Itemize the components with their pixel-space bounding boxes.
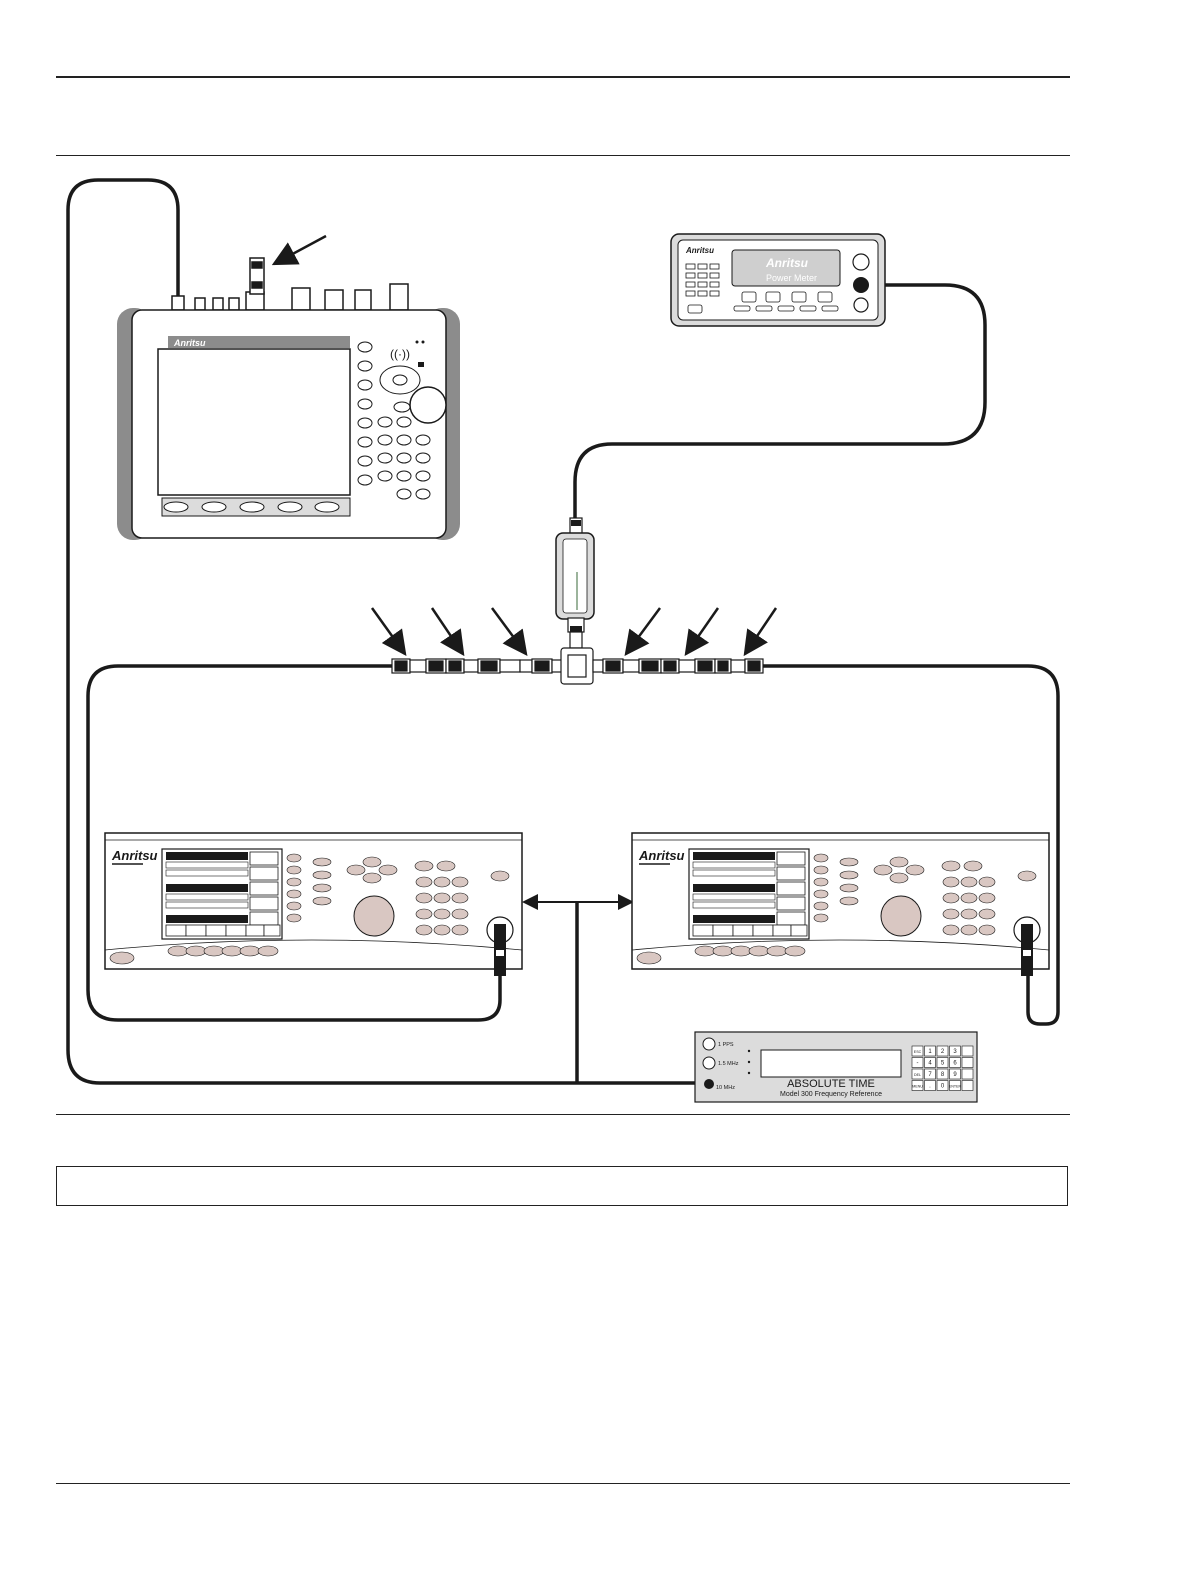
reference-key xyxy=(962,1081,973,1091)
power-sensor xyxy=(556,518,594,648)
analyzer-top-connectors xyxy=(172,284,408,310)
adapter-callout-arrow xyxy=(274,236,326,264)
power-meter-brand: Anritsu xyxy=(685,246,714,255)
analyzer-antenna-icon: ((·)) xyxy=(390,347,410,361)
reference-key xyxy=(962,1058,973,1068)
generator-right-brand: Anritsu xyxy=(638,848,685,863)
power-meter-input-a xyxy=(853,254,869,270)
signal-generator-right: Anritsu xyxy=(632,833,1049,976)
reference-key-label: - xyxy=(917,1061,919,1067)
reference-key-label: MENU xyxy=(912,1085,923,1089)
analyzer-brand-logo: Anritsu xyxy=(173,338,206,348)
frequency-reference: 1 PPS 1.5 MHz 10 MHz ABSOLUTE TIME Model… xyxy=(695,1032,977,1102)
power-meter-display-text: Power Meter xyxy=(766,273,817,283)
adapter-chain xyxy=(392,648,763,684)
reference-port-label-1pps: 1 PPS xyxy=(718,1042,734,1048)
reference-key-label: ENTER xyxy=(949,1085,962,1089)
reference-model: Model 300 Frequency Reference xyxy=(780,1091,882,1098)
reference-port-label-10mhz: 10 MHz xyxy=(716,1085,735,1091)
analyzer-adapter xyxy=(250,258,264,294)
reference-display xyxy=(761,1050,901,1077)
reference-key xyxy=(962,1069,973,1079)
analyzer-rotary-knob xyxy=(410,387,446,423)
reference-10mhz-port xyxy=(704,1079,714,1089)
analyzer-screen xyxy=(158,349,350,495)
handheld-analyzer: Anritsu xyxy=(117,236,460,540)
power-meter: Anritsu Anritsu Power Meter xyxy=(671,234,885,326)
reference-key xyxy=(962,1046,973,1056)
generator-right-knob xyxy=(881,896,921,936)
generator-left-knob xyxy=(354,896,394,936)
reference-key-label: ESC xyxy=(914,1050,922,1054)
power-meter-display-logo: Anritsu xyxy=(765,256,809,270)
generator-left-brand: Anritsu xyxy=(111,848,158,863)
analyzer-led xyxy=(418,362,424,367)
reference-title: ABSOLUTE TIME xyxy=(787,1078,875,1090)
reference-port-label-15mhz: 1.5 MHz xyxy=(718,1061,739,1067)
signal-generator-left: Anritsu xyxy=(105,833,522,976)
power-meter-input-b xyxy=(853,277,869,293)
power-meter-power-button xyxy=(854,298,868,312)
reference-key-label: DEL xyxy=(914,1073,921,1077)
